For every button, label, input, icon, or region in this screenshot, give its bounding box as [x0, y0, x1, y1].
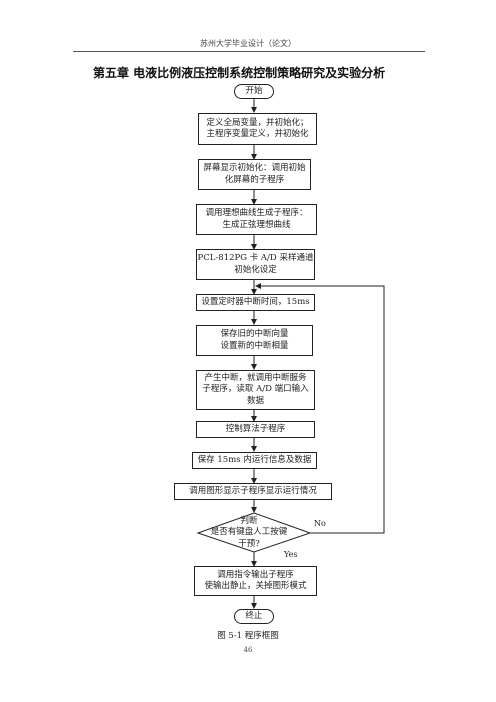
arrow-decision-no-loop — [255, 283, 385, 534]
step-interrupt-vector: 保存旧的中断向量 设置新的中断相量 — [196, 325, 313, 356]
step-graphic-display: 调用图形显示子程序显示运行情况 — [174, 483, 332, 500]
decision-no-label: No — [314, 519, 326, 528]
decision-diamond — [196, 512, 312, 553]
page-number: 46 — [243, 646, 253, 654]
step-ideal-curve: 调用理想曲线生成子程序： 生成正弦理想曲线 — [196, 204, 317, 235]
running-head: 苏州大学毕业设计（论文） — [200, 39, 296, 48]
chapter-title: 第五章 电液比例液压控制系统控制策略研究及实验分析 — [93, 66, 386, 80]
start-terminal: 开始 — [234, 84, 274, 99]
end-terminal: 终止 — [234, 609, 274, 624]
step-ad-channel-init: PCL-812PG 卡 A/D 采样通道 初始化设定 — [196, 249, 315, 280]
decision-yes-label: Yes — [284, 550, 298, 559]
figure-caption: 图 5-1 程序框图 — [217, 631, 279, 641]
step-control-algorithm: 控制算法子程序 — [196, 421, 315, 438]
step-timer-interrupt: 设置定时器中断时间，15ms — [196, 294, 315, 311]
decision-text: 判断 是否有键盘人工按键 干预? — [210, 516, 288, 549]
step-interrupt-service: 产生中断，就调用中断服务 子程序，读取 A/D 端口输入 数据 — [196, 370, 315, 410]
step-save-runtime-data: 保存 15ms 内运行信息及数据 — [192, 452, 317, 469]
header-rule — [73, 51, 425, 52]
step-command-output: 调用指令输出子程序 使输出静止，关掉图形模式 — [194, 566, 317, 596]
step-init-variables: 定义全局变量，并初始化； 主程序变量定义，并初始化 — [198, 113, 317, 145]
step-screen-init: 屏幕显示初始化：调用初始 化屏幕的子程序 — [198, 159, 311, 190]
